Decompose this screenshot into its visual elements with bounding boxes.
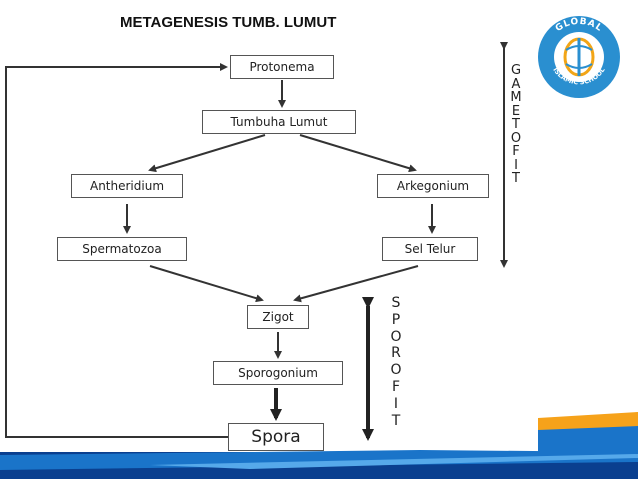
node-sel-telur: Sel Telur: [382, 237, 478, 261]
node-spora: Spora: [228, 423, 324, 451]
node-sporogonium: Sporogonium: [213, 361, 343, 385]
node-protonema: Protonema: [230, 55, 334, 79]
node-tumbuhan-lumut: Tumbuha Lumut: [202, 110, 356, 134]
slide-title: METAGENESIS TUMB. LUMUT: [120, 14, 337, 31]
loop-arrow: [5, 63, 228, 438]
node-spermatozoa: Spermatozoa: [57, 237, 187, 261]
global-islamic-school-logo: GLOBAL ISLAMIC SCHOOL: [538, 16, 620, 98]
node-zigot: Zigot: [247, 305, 309, 329]
node-arkegonium: Arkegonium: [377, 174, 489, 198]
node-antheridium: Antheridium: [71, 174, 183, 198]
